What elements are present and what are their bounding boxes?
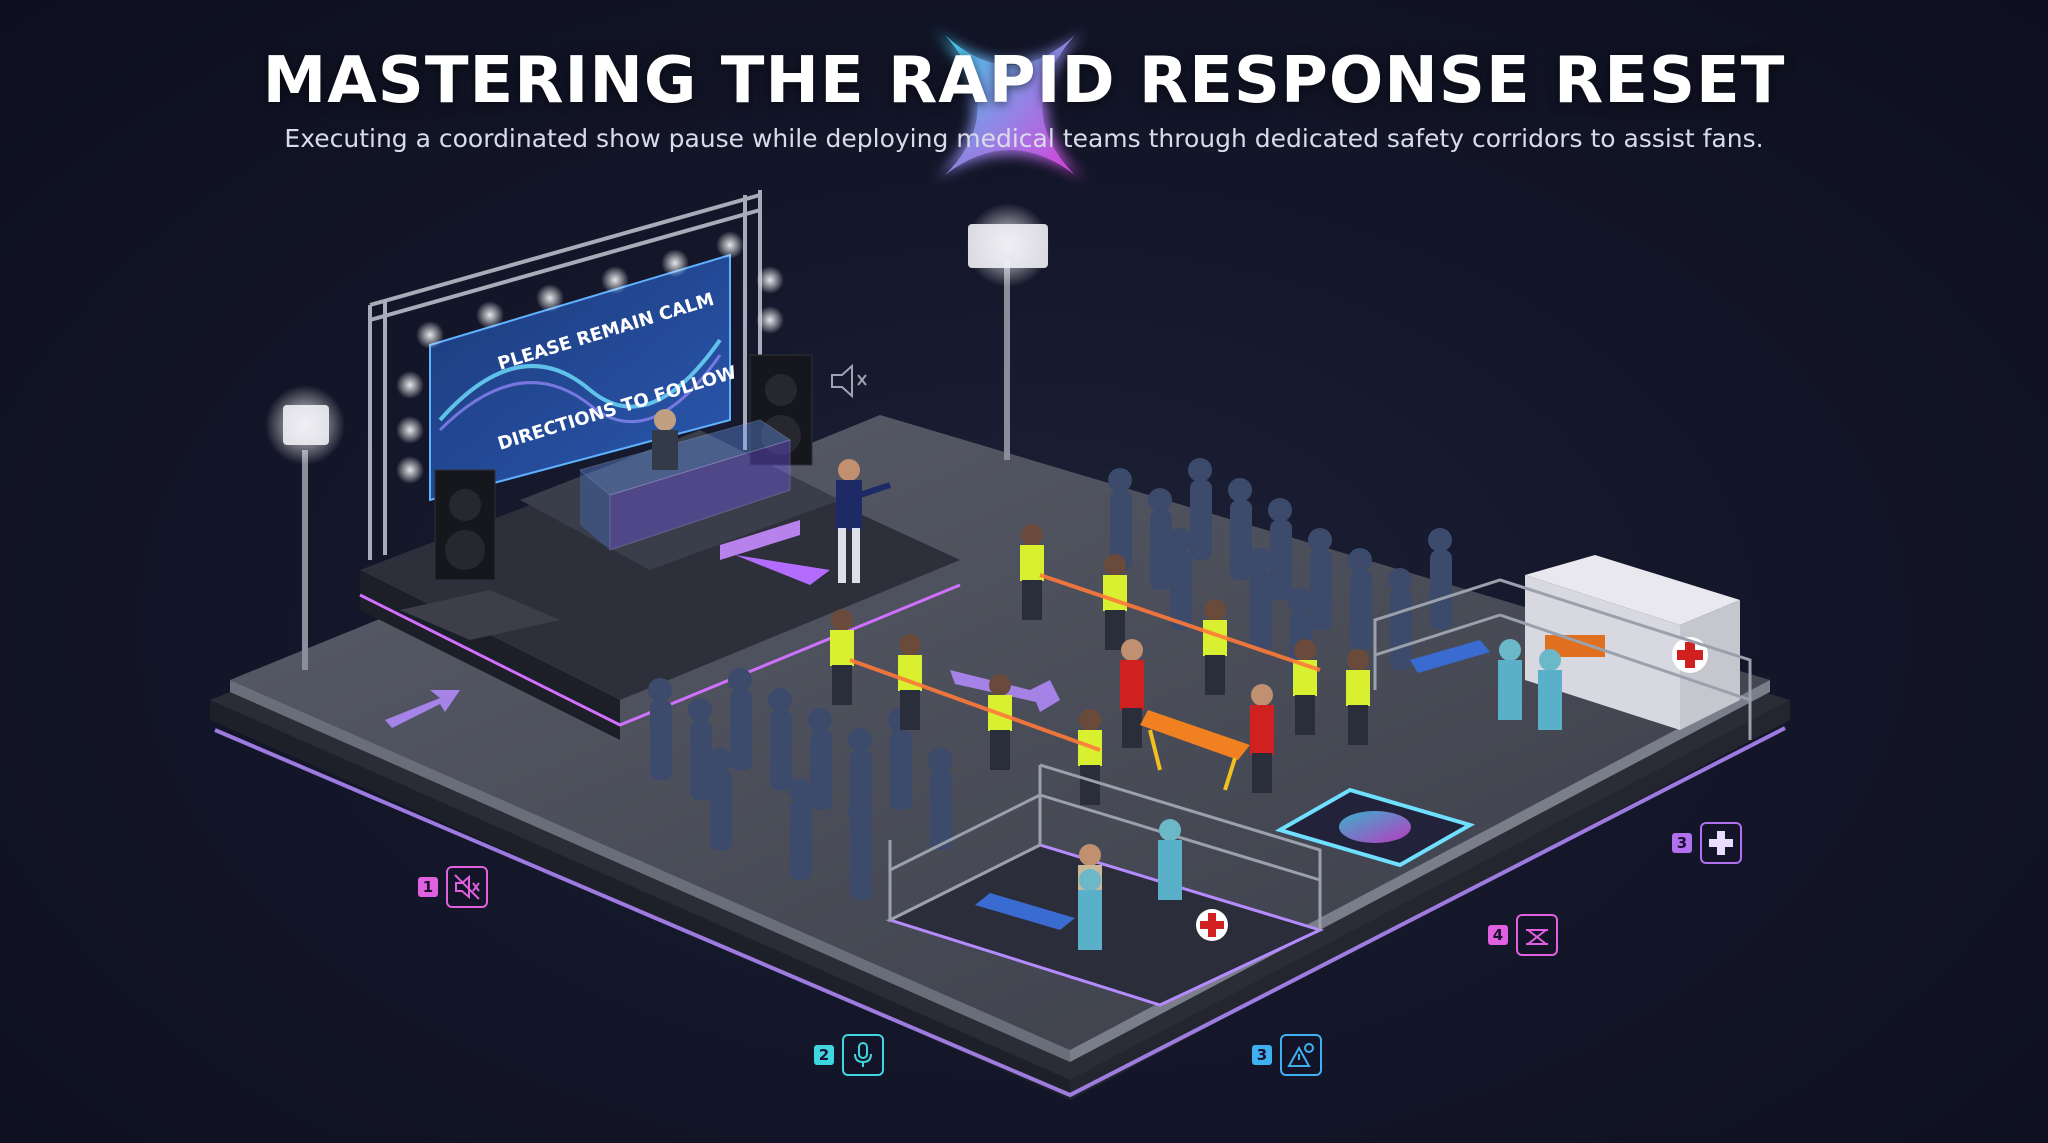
step-marker-1: 1 xyxy=(418,866,488,908)
medical-landing-pad xyxy=(1274,787,1476,868)
step-marker-2: 2 xyxy=(814,1034,884,1076)
medic-team-with-stretcher xyxy=(1120,639,1274,793)
muted-speaker-icon xyxy=(446,866,488,908)
medical-cross-icon xyxy=(1700,822,1742,864)
location-warning-icon xyxy=(1280,1034,1322,1076)
crowd xyxy=(648,458,1452,900)
step-number: 3 xyxy=(1252,1045,1272,1065)
step-number: 4 xyxy=(1488,925,1508,945)
step-number: 1 xyxy=(418,877,438,897)
brand-logo-core xyxy=(945,35,1075,175)
speaker-stack xyxy=(434,354,813,581)
safety-staff xyxy=(830,524,1370,805)
step-number: 3 xyxy=(1672,833,1692,853)
safety-corridor-ropes xyxy=(849,573,1321,752)
floodlight-tower-center xyxy=(966,203,1050,460)
dj-booth xyxy=(578,409,792,551)
muted-audio-indicator-icon xyxy=(831,363,867,399)
microphone-icon xyxy=(842,1034,884,1076)
step-marker-3-left: 3 xyxy=(1252,1034,1322,1076)
step-marker-3-right: 3 xyxy=(1672,822,1742,864)
medical-treatment-zone-front xyxy=(886,763,1325,1007)
floodlight-tower-left xyxy=(265,385,345,670)
page-title: MASTERING THE RAPID RESPONSE RESET xyxy=(262,44,1786,118)
mc-on-stage xyxy=(836,459,891,583)
stretcher-icon xyxy=(1516,914,1558,956)
page-subtitle: Executing a coordinated show pause while… xyxy=(284,124,1764,153)
medical-tent xyxy=(1373,555,1752,740)
step-number: 2 xyxy=(814,1045,834,1065)
truss-spotlights xyxy=(396,231,784,484)
step-marker-4: 4 xyxy=(1488,914,1558,956)
